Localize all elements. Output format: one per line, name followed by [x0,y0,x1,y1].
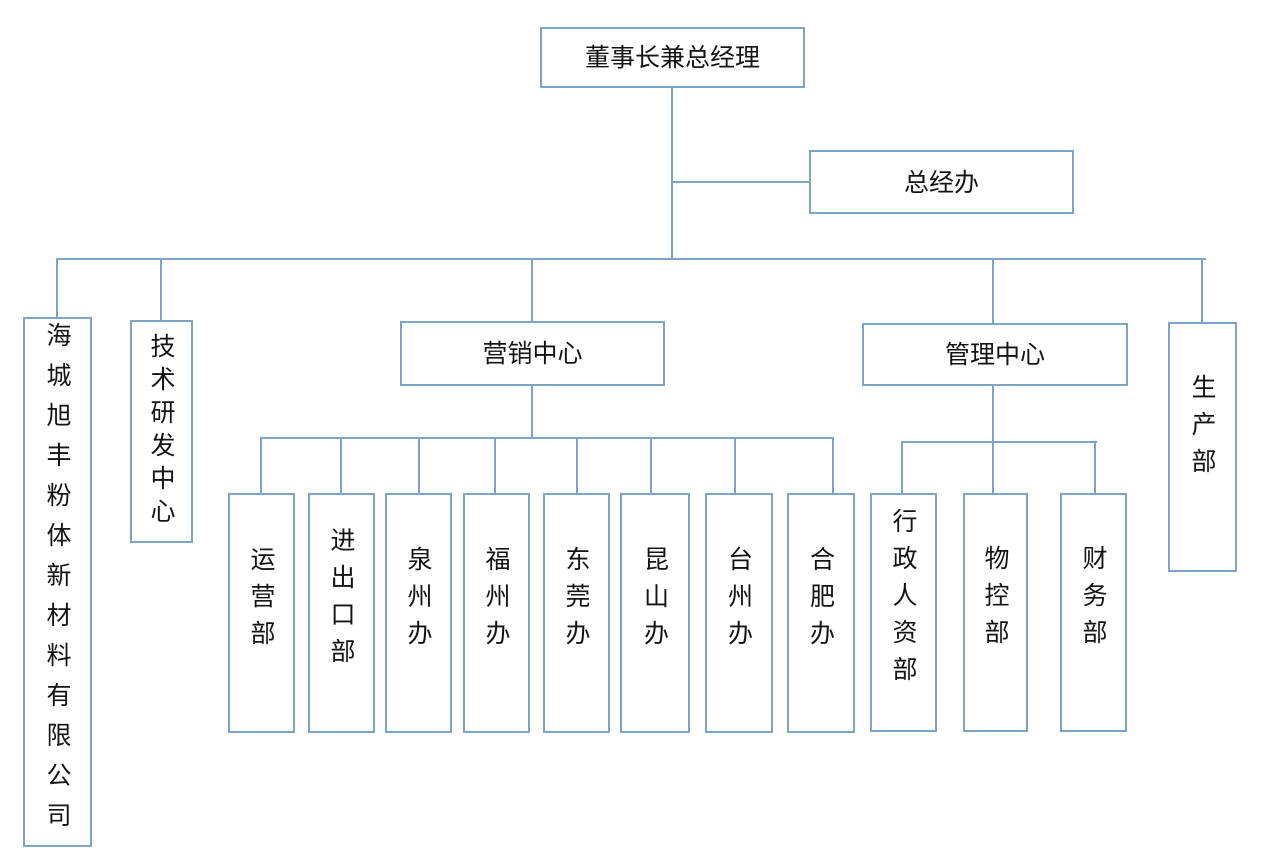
connector-drop-marketing-child [650,437,652,493]
node-hefei-office: 合肥办 [787,493,855,733]
node-general-manager-office: 总经办 [809,150,1074,214]
connector-drop-production-dept [1201,258,1203,322]
connector-main-rail [56,258,1206,260]
connector-management-stem [992,385,994,493]
node-company-name: 海城旭丰粉体新材料有限公司 [23,317,92,847]
node-dongguan-office: 东莞办 [543,493,610,733]
connector-management-rail [901,441,1097,443]
node-finance-dept: 财务部 [1060,493,1127,732]
node-tech-rnd-center: 技术研发中心 [130,320,193,543]
connector-drop-marketing-child [494,437,496,493]
node-material-control-dept: 物控部 [963,493,1028,732]
node-import-export-dept: 进出口部 [308,493,375,733]
connector-drop-marketing-child [340,437,342,493]
connector-marketing-rail [260,437,834,439]
connector-drop-company [56,258,58,317]
node-management-center: 管理中心 [862,323,1128,386]
connector-drop-marketing-child [734,437,736,493]
node-admin-hr-dept: 行政人资部 [870,493,937,732]
node-taizhou-office: 台州办 [705,493,773,733]
connector-drop-management-child [901,441,903,493]
node-production-dept: 生产部 [1168,322,1237,572]
node-kunshan-office: 昆山办 [620,493,690,733]
node-fuzhou-office: 福州办 [463,493,530,733]
connector-drop-management-child [1094,441,1096,493]
node-marketing-center: 营销中心 [400,321,665,386]
connector-drop-tech-center [160,258,162,320]
connector-drop-marketing-center [531,258,533,321]
connector-drop-marketing-child [576,437,578,493]
node-chairman-general-manager: 董事长兼总经理 [540,27,805,88]
connector-drop-marketing-child [418,437,420,493]
connector-marketing-stem [531,386,533,439]
connector-drop-marketing-child [260,437,262,493]
node-operations-dept: 运营部 [228,493,295,733]
connector-staff-office [672,181,809,183]
connector-drop-marketing-child [832,437,834,493]
connector-drop-management-center [992,258,994,323]
node-quanzhou-office: 泉州办 [385,493,452,733]
connector-root-stem [671,88,673,260]
